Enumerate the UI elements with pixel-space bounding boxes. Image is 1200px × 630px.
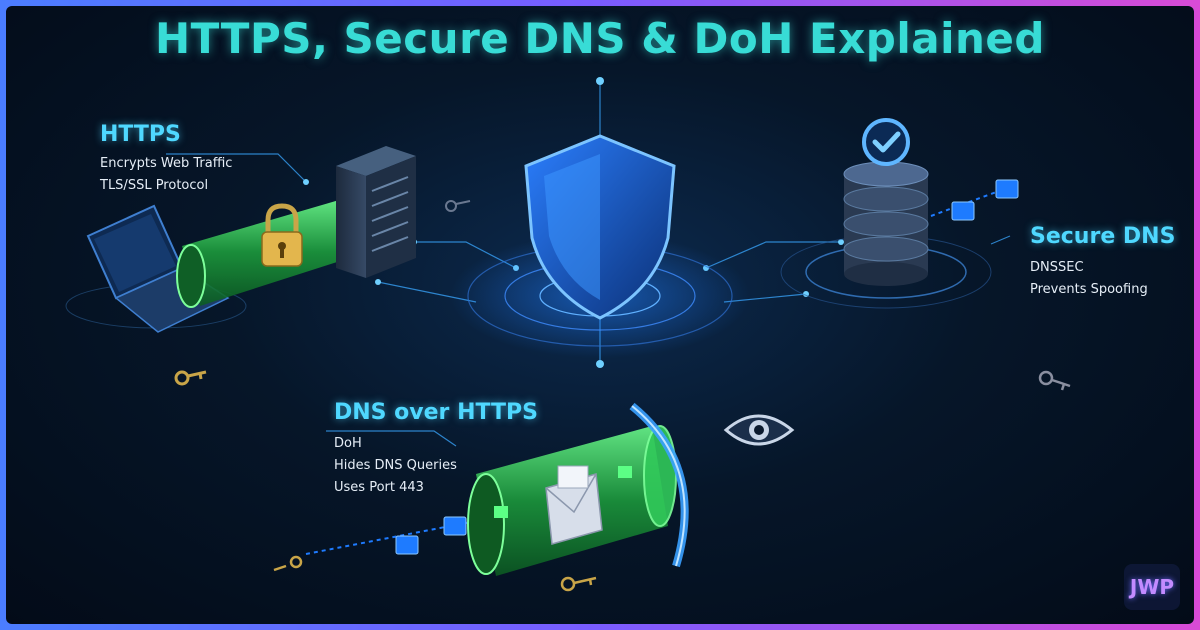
secure-dns-section: Secure DNS DNSSEC Prevents Spoofing — [1030, 224, 1175, 301]
laptop-icon — [65, 204, 247, 333]
doh-section: DNS over HTTPS DoH Hides DNS Queries Use… — [334, 400, 538, 499]
https-detail-2: TLS/SSL Protocol — [100, 178, 209, 193]
key-icon — [560, 576, 597, 592]
block-arc — [629, 402, 689, 568]
doh-detail-2: Hides DNS Queries — [334, 458, 457, 473]
doh-detail-1: DoH — [334, 436, 362, 451]
https-detail-1: Encrypts Web Traffic — [100, 156, 233, 171]
checkmark-badge-icon — [862, 118, 910, 166]
page-title: HTTPS, Secure DNS & DoH Explained — [155, 14, 1045, 63]
padlock-icon — [261, 203, 303, 267]
data-packets — [305, 179, 1019, 555]
diagram-illustration — [65, 77, 1071, 592]
https-heading: HTTPS — [100, 122, 181, 147]
dns-server-icon — [780, 161, 992, 309]
doh-heading: DNS over HTTPS — [334, 400, 538, 425]
key-icon — [174, 370, 207, 386]
web-server-icon — [336, 146, 416, 278]
eye-icon — [723, 414, 795, 446]
shield-icon — [450, 134, 750, 358]
diagram-canvas: HTTPS, Secure DNS & DoH Explained HTTPS … — [6, 6, 1194, 624]
secure-dns-detail-2: Prevents Spoofing — [1030, 282, 1148, 297]
key-icon — [445, 200, 471, 212]
key-icon — [273, 555, 303, 572]
secure-dns-detail-1: DNSSEC — [1030, 260, 1084, 275]
brand-logo: JWP — [1124, 564, 1180, 610]
secure-dns-heading: Secure DNS — [1030, 224, 1176, 249]
https-section: HTTPS Encrypts Web Traffic TLS/SSL Proto… — [100, 122, 232, 197]
doh-detail-3: Uses Port 443 — [334, 480, 424, 495]
key-icon — [1038, 370, 1071, 391]
envelope-icon — [545, 465, 603, 545]
